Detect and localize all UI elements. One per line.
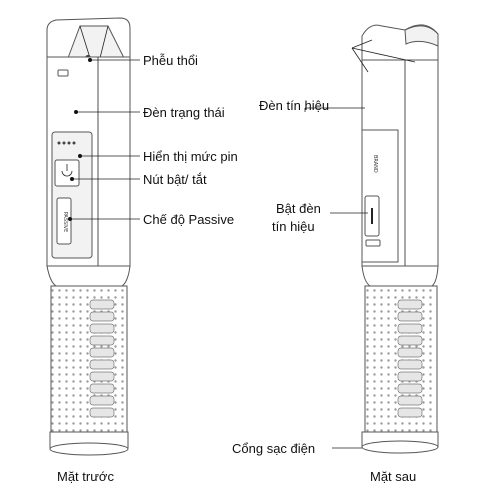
front-base-rim xyxy=(49,442,129,456)
charge-port-icon xyxy=(361,440,439,454)
label-passive-mode: Chế độ Passive xyxy=(143,212,234,227)
power-icon xyxy=(61,164,73,177)
label-signal-light: Đèn tín hiệu xyxy=(259,98,329,113)
battery-led-icon xyxy=(57,141,76,145)
label-charge-port: Cổng sạc điện xyxy=(232,441,315,456)
label-signal-on-line1: Bật đèn xyxy=(276,201,321,216)
back-device: BRAND xyxy=(361,24,439,454)
label-power-button: Nút bật/ tắt xyxy=(143,172,207,187)
caption-back: Mặt sau xyxy=(370,469,416,484)
passive-switch-icon[interactable] xyxy=(56,197,72,245)
caption-front: Mặt trước xyxy=(57,469,114,484)
front-grip-ribs xyxy=(89,299,115,418)
label-status-light: Đèn trạng thái xyxy=(143,105,225,120)
front-grip-texture xyxy=(50,285,128,433)
label-funnel: Phễu thổi xyxy=(143,53,198,68)
back-brand-print: BRAND xyxy=(372,155,378,173)
back-grip-ribs xyxy=(397,299,423,418)
front-collar xyxy=(46,265,131,287)
front-device: PASSIVE xyxy=(46,17,131,456)
front-funnel-inner xyxy=(79,25,109,59)
back-collar xyxy=(361,265,439,287)
label-battery-display: Hiển thị mức pin xyxy=(143,149,238,164)
back-leaders xyxy=(304,39,416,449)
label-signal-on-line2: tín hiệu xyxy=(272,219,315,234)
power-button[interactable] xyxy=(54,159,80,187)
back-mouth-slot xyxy=(404,25,439,47)
status-light-icon xyxy=(57,69,69,77)
front-leaders xyxy=(68,58,140,221)
ce-mark-icon xyxy=(365,239,381,247)
passive-switch-print: PASSIVE xyxy=(62,212,68,233)
